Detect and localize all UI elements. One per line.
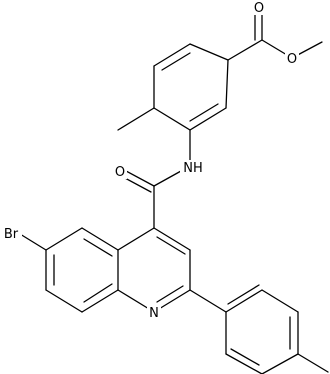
bond bbox=[156, 285, 184, 303]
bond bbox=[189, 103, 219, 122]
bond bbox=[261, 353, 299, 374]
bond bbox=[81, 227, 119, 251]
bond bbox=[153, 227, 191, 251]
bond bbox=[19, 233, 47, 251]
atom-label-nh: NH bbox=[183, 161, 203, 176]
bond bbox=[225, 353, 263, 374]
bond bbox=[225, 289, 263, 313]
bond bbox=[227, 39, 263, 61]
bond bbox=[297, 353, 329, 373]
atom-label-quinoline-n: N bbox=[149, 306, 159, 321]
bond bbox=[83, 238, 113, 257]
bond bbox=[156, 236, 186, 255]
bond bbox=[261, 289, 299, 313]
atom-labels: O O NH O Br N bbox=[3, 1, 298, 321]
bond bbox=[153, 107, 191, 131]
atom-label-carbonyl-o: O bbox=[254, 1, 264, 16]
atom-label-br: Br bbox=[4, 227, 19, 242]
bond bbox=[189, 289, 227, 313]
bond bbox=[161, 52, 191, 71]
atom-label-ether-o: O bbox=[287, 52, 297, 67]
bonds bbox=[19, 11, 329, 374]
bond bbox=[189, 43, 229, 61]
bond bbox=[117, 107, 155, 131]
bond bbox=[45, 227, 83, 251]
bond bbox=[122, 176, 152, 193]
bond bbox=[125, 170, 155, 187]
bond bbox=[225, 59, 229, 109]
bond bbox=[153, 43, 191, 67]
bond bbox=[230, 348, 260, 366]
bond bbox=[189, 107, 227, 131]
bond bbox=[45, 289, 83, 313]
bond bbox=[117, 227, 155, 251]
bond bbox=[81, 289, 119, 313]
bond bbox=[83, 283, 113, 303]
bond bbox=[227, 284, 260, 305]
atom-label-amide-o: O bbox=[115, 165, 125, 180]
